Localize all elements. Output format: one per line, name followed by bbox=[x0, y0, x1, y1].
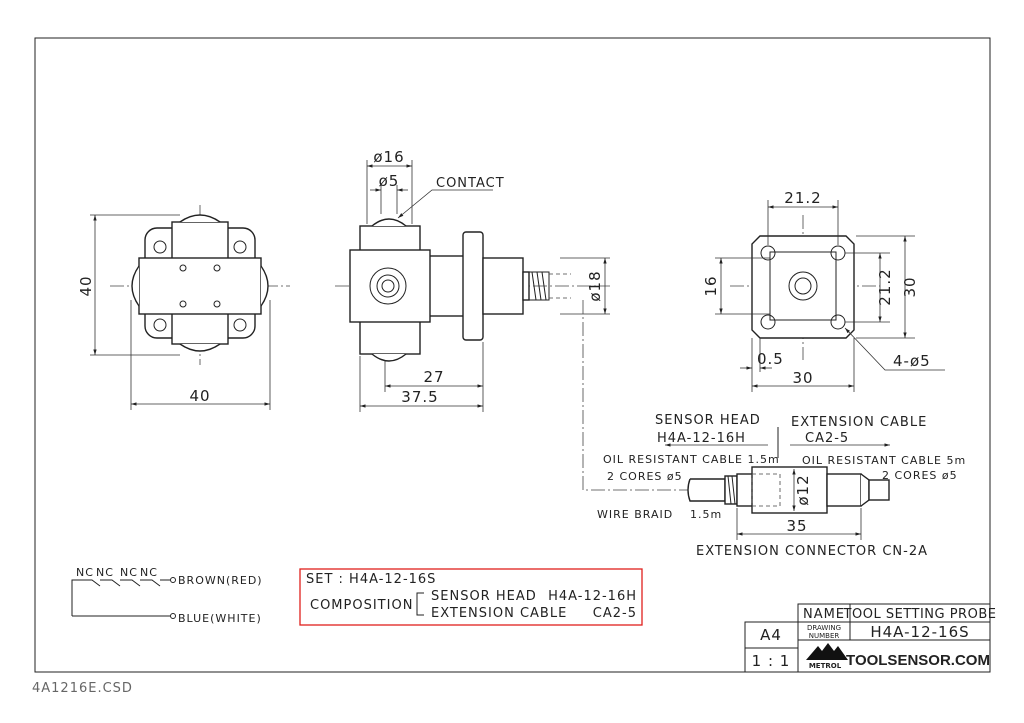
drawing-number-label-2: NUMBER bbox=[809, 632, 840, 640]
wire-braid-label: WIRE BRAID bbox=[597, 508, 673, 521]
flange-hole-label: 4-ø5 bbox=[893, 352, 931, 370]
flange-width-dim: 30 bbox=[792, 369, 813, 387]
sensor-head-model: H4A-12-16H bbox=[657, 431, 746, 446]
contact-label: CONTACT bbox=[436, 176, 505, 191]
file-name: 4A1216E.CSD bbox=[32, 681, 133, 696]
set-line: SET : H4A-12-16S bbox=[306, 572, 436, 587]
blue-wire-label: BLUE(WHITE) bbox=[178, 612, 262, 625]
drawing-number-label-1: DRAWING bbox=[807, 624, 841, 632]
connector-length-dim: 35 bbox=[786, 517, 807, 535]
composition-item-1-model: H4A-12-16H bbox=[548, 589, 637, 604]
side-length-27-dim: 27 bbox=[423, 368, 444, 386]
side-dia-outer-dim: ø16 bbox=[373, 148, 404, 166]
brown-wire-label: BROWN(RED) bbox=[178, 574, 263, 587]
flange-height-dim: 30 bbox=[901, 276, 919, 297]
cable-path-line bbox=[582, 300, 690, 491]
side-length-total-dim: 37.5 bbox=[401, 388, 438, 406]
side-dia-contact-dim: ø5 bbox=[379, 172, 400, 190]
front-view: 40 40 bbox=[77, 205, 290, 410]
paper-size: A4 bbox=[760, 626, 782, 644]
drawing-number: H4A-12-16S bbox=[870, 623, 969, 641]
flange-edge-dim: 0.5 bbox=[757, 350, 784, 368]
metrol-logo: METROL bbox=[806, 643, 848, 670]
name-value: TOOL SETTING PROBE bbox=[843, 607, 997, 622]
set-composition-box: SET : H4A-12-16S COMPOSITION SENSOR HEAD… bbox=[299, 568, 643, 626]
side-dia-shaft-dim: ø18 bbox=[586, 270, 604, 301]
scale: 1 : 1 bbox=[752, 652, 791, 670]
website: TOOLSENSOR.COM bbox=[846, 652, 990, 669]
front-width-dim: 40 bbox=[189, 387, 210, 405]
drawing-border bbox=[34, 37, 991, 673]
side-view: ø16 ø5 CONTACT ø18 27 37.5 bbox=[335, 148, 610, 412]
front-height-dim: 40 bbox=[77, 275, 95, 296]
flange-pitch-h-dim: 21.2 bbox=[784, 189, 821, 207]
left-cable-label: OIL RESISTANT CABLE 1.5m bbox=[603, 453, 780, 466]
contact-nc-2: NC bbox=[96, 566, 114, 579]
connector-label: EXTENSION CONNECTOR CN-2A bbox=[696, 544, 928, 559]
logo-text: METROL bbox=[809, 662, 842, 670]
ext-cable-model: CA2-5 bbox=[805, 431, 849, 446]
left-cores-label: 2 CORES ø5 bbox=[607, 470, 683, 483]
composition-item-1-name: SENSOR HEAD bbox=[431, 589, 537, 604]
ext-cable-label: EXTENSION CABLE bbox=[791, 415, 927, 430]
flange-pitch-v-dim: 21.2 bbox=[876, 268, 894, 305]
contact-nc-1: NC bbox=[76, 566, 94, 579]
composition-item-2-name: EXTENSION CABLE bbox=[431, 606, 567, 621]
name-label: NAME bbox=[803, 607, 845, 622]
wire-braid-length: 1.5m bbox=[690, 508, 722, 521]
wiring-diagram: NC NC NC NC BROWN(RED) BLUE(WHITE) bbox=[71, 566, 263, 625]
contact-nc-3: NC bbox=[120, 566, 138, 579]
composition-label: COMPOSITION bbox=[310, 598, 413, 613]
sensor-head-label: SENSOR HEAD bbox=[655, 413, 761, 428]
right-cable-label: OIL RESISTANT CABLE 5m bbox=[802, 454, 966, 467]
composition-item-2-model: CA2-5 bbox=[593, 606, 637, 621]
flange-offset-dim: 16 bbox=[702, 275, 720, 296]
right-cores-label: 2 CORES ø5 bbox=[882, 469, 958, 482]
contact-nc-4: NC bbox=[140, 566, 158, 579]
connector-dia-dim: ø12 bbox=[794, 474, 812, 505]
cable-connector-view: SENSOR HEAD H4A-12-16H EXTENSION CABLE C… bbox=[597, 413, 966, 559]
title-block: NAME TOOL SETTING PROBE DRAWING NUMBER H… bbox=[744, 603, 997, 672]
flange-view: 21.2 16 21.2 30 0.5 30 4-ø5 bbox=[702, 189, 945, 392]
